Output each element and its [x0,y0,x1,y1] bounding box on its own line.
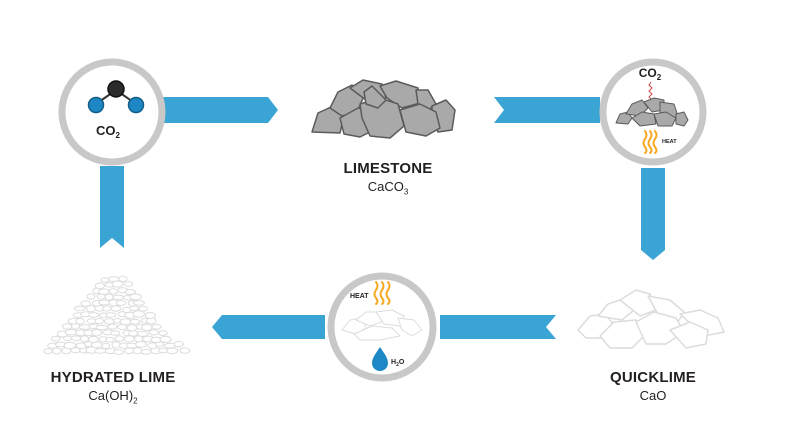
arrow-to-hydrated-lime [212,315,325,339]
small-rock-pile [615,97,689,127]
hydrated-lime-pebble [43,348,53,355]
quicklime-small-pile [341,309,423,341]
limestone-label: LIMESTONE CaCO3 [318,160,458,197]
hydrated-lime-pebble [52,347,62,355]
hydrated-lime-pebble [80,335,89,343]
hydrated-lime-name: HYDRATED LIME [50,369,176,386]
hydrated-lime-pebble [126,324,138,332]
hydrated-lime-pebble [114,335,125,342]
hydrated-lime-pebble [101,342,111,349]
hydrated-lime-pebble [141,323,153,332]
hydrated-lime-pebble [151,323,162,330]
quicklime-formula: CaO [639,388,667,403]
hydrated-lime-pebble [129,293,142,301]
arrow-to-co2-capture [100,166,124,248]
hydrated-lime-pebble [98,299,111,306]
hydrated-lime-pebble [112,294,125,301]
hydrated-lime-pebble [144,311,156,320]
limestone-pile [311,79,456,139]
hydrated-lime-pebble [105,337,115,343]
hydrated-lime-pebble [138,305,148,312]
hydrated-lime-pebble [98,288,110,295]
limestone-formula: CaCO3 [367,179,409,197]
hydrated-lime-pebble [148,329,160,336]
co2-capture-circle: CO2 [58,58,166,166]
hydrated-lime-pebble [86,293,96,300]
hydrated-lime-pebble [110,305,122,312]
arrow-to-quicklime [641,168,665,260]
hydrated-lime-pebble [75,317,85,325]
co2-label: CO [96,123,116,138]
hydrated-lime-pebble [108,288,119,295]
co2-label-sub: 2 [116,131,121,140]
calcination-heat-label: HEAT [662,139,677,145]
quicklime-label: QUICKLIME CaO [588,369,718,403]
hydrated-lime-pebble [107,323,118,330]
hydrated-lime-pebble [94,348,107,354]
hydrated-lime-pebble [132,300,145,306]
hydrated-lime-pile [43,275,191,355]
hydration-circle: HEAT H2O [327,272,437,382]
hydrated-lime-pebble [100,277,110,283]
hydrated-lime-pebble [166,347,179,355]
hydrated-lime-pebble [70,335,82,342]
quicklime-name: QUICKLIME [610,369,696,386]
calcination-co2-sub: 2 [657,73,662,82]
svg-text:H2O: H2O [391,359,405,368]
hydrated-lime-pebble [132,310,145,318]
hydrated-lime-pebble [119,318,132,326]
svg-text:CO2: CO2 [96,123,121,140]
arrow-to-limestone [158,97,278,123]
hydrated-lime-pebble [159,335,172,343]
arrow-to-hydration [440,315,556,339]
limestone-name: LIMESTONE [343,160,433,177]
hydrated-lime-pebble [102,305,112,312]
hydration-heat-icon [373,281,391,305]
hydrated-lime-formula: Ca(OH)2 [88,388,138,406]
svg-text:CO2: CO2 [639,66,662,82]
hydrated-lime-pebble [124,281,134,287]
hydrated-lime-pebble [74,305,86,312]
hydrated-lime-pebble [88,312,100,318]
hydrated-lime-pebble [108,276,120,282]
arrow-to-calcination [494,97,600,123]
hydrated-lime-pebble [105,312,117,318]
hydrated-lime-pebble [61,323,73,330]
water-label-sub: 2 [396,362,399,368]
hydrated-lime-pebble [110,330,121,336]
hydrated-lime-pebble [113,349,125,355]
heat-icon [642,130,658,154]
hydrated-lime-pebble [80,300,92,307]
co2-release-squiggle [648,81,653,101]
calcination-circle: CO2 HEAT [599,58,707,166]
hydrated-lime-pebble [94,282,105,290]
calcination-co2-label: CO [639,66,657,80]
water-drop-icon [372,347,388,371]
hydrated-lime-pebble [158,330,168,337]
hydrated-lime-pebble [173,340,184,348]
water-label: H [391,359,396,366]
hydrated-lime-pebble [63,341,77,350]
water-label-end: O [399,359,405,366]
hydrated-lime-pebble [132,347,143,355]
hydrated-lime-pebble [88,335,99,344]
hydrated-lime-pebble [137,330,149,337]
hydrated-lime-pebble [94,318,105,325]
hydrated-lime-pebble [95,324,109,331]
hydrated-lime-pebble [179,347,191,354]
hydrated-lime-label: HYDRATED LIME Ca(OH)2 [38,369,188,406]
quicklime-pile [577,289,725,349]
hydrated-lime-pebble [104,293,114,301]
hydrated-lime-pebble [115,300,127,306]
hydrated-lime-pebble [91,329,103,337]
hydrated-lime-pebble [124,289,136,295]
hydration-heat-label: HEAT [350,293,369,300]
hydrated-lime-pebble [50,335,61,342]
hydrated-lime-pebble [129,318,141,325]
co2-molecule-icon [87,80,145,114]
hydrated-lime-pebble [140,348,152,355]
hydrated-lime-pebble [118,275,128,283]
